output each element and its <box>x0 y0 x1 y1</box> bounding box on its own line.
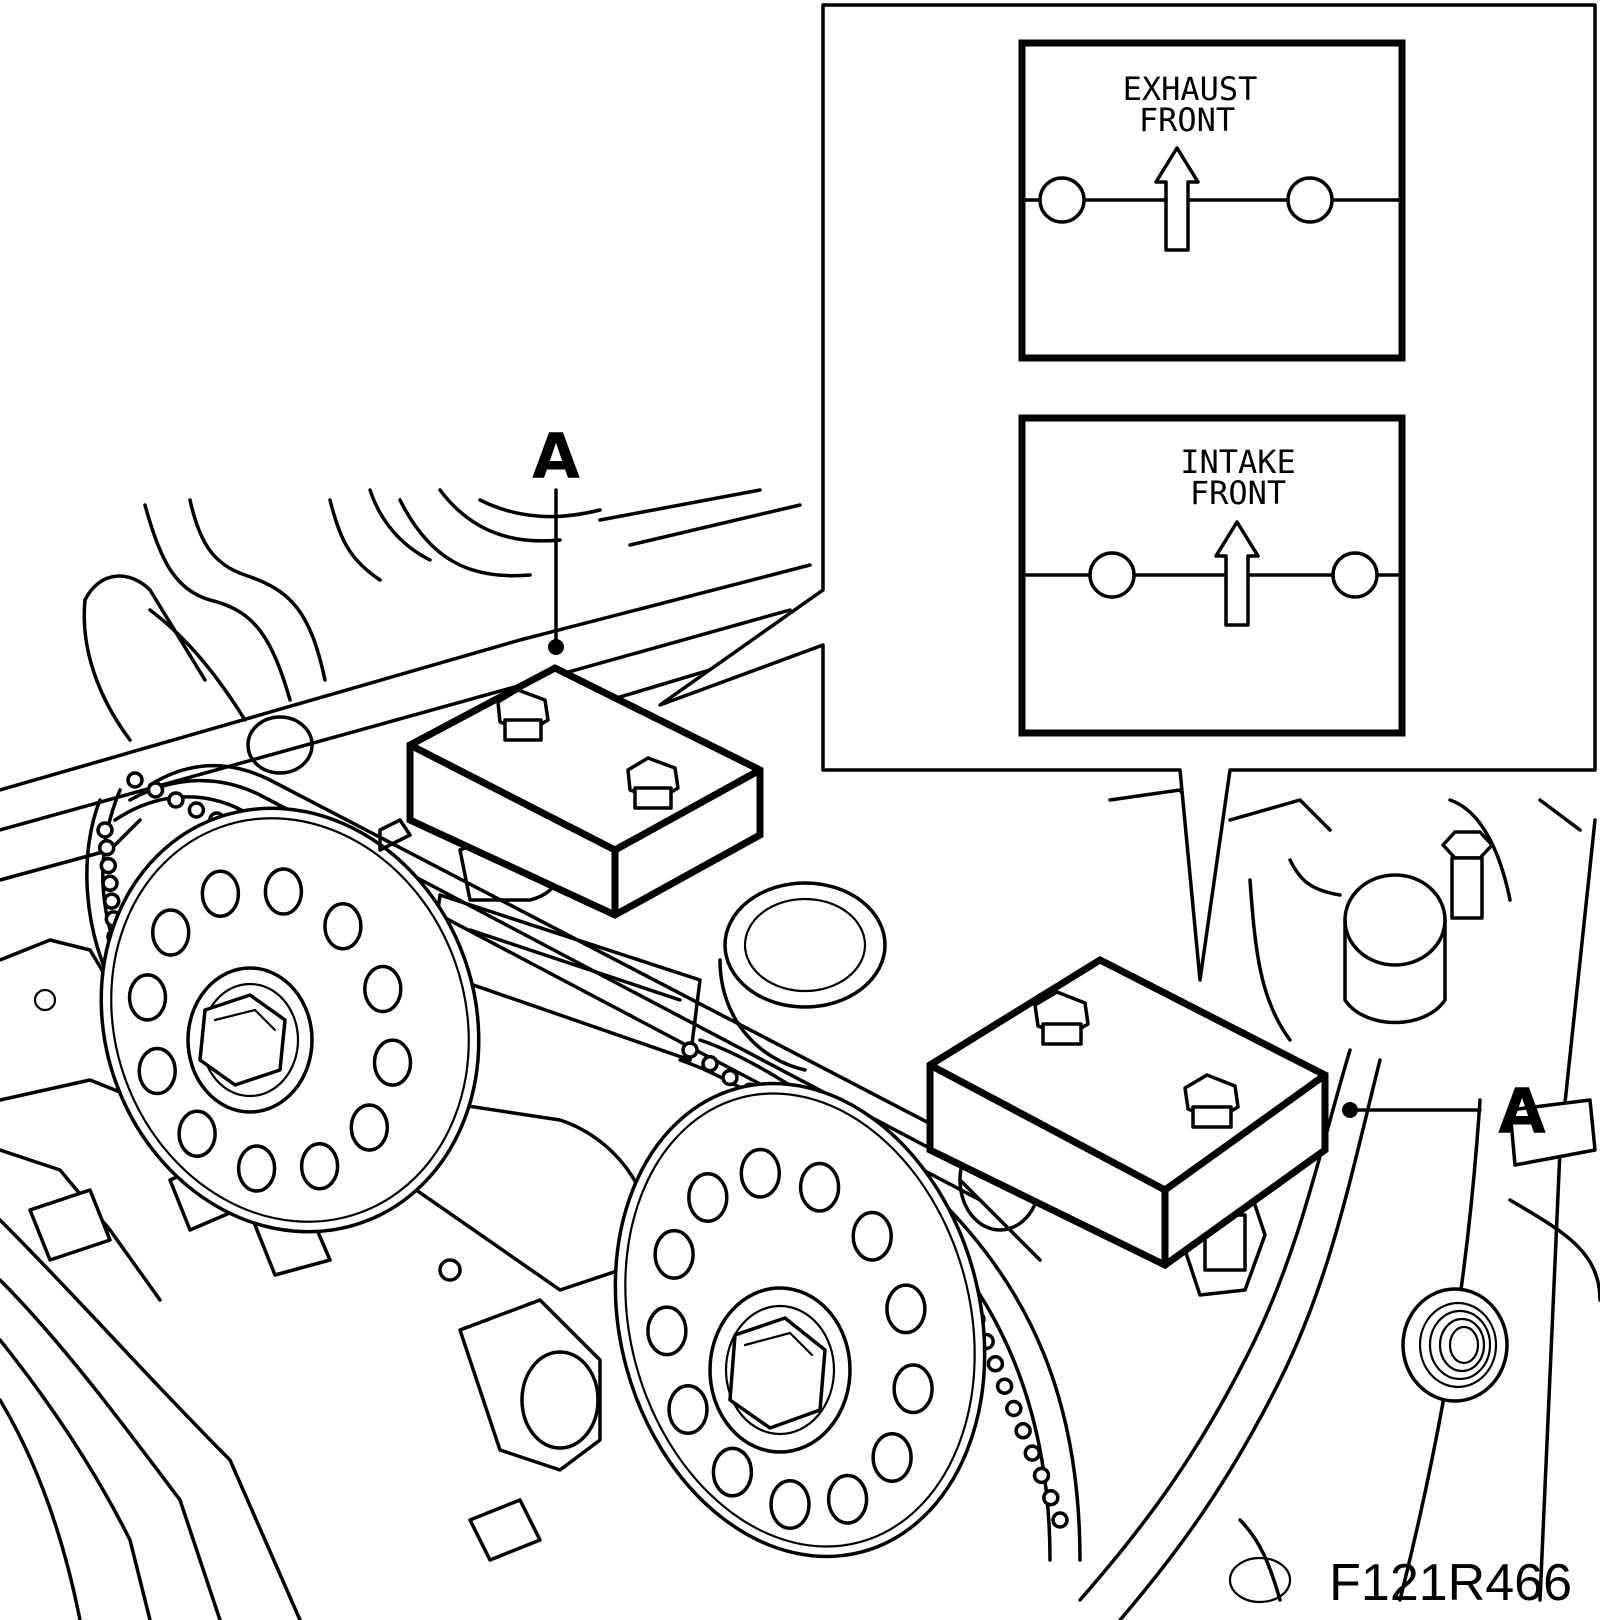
tool-label-upper: A <box>532 420 580 493</box>
sprocket-hole <box>653 1228 695 1280</box>
leader-upper <box>548 488 564 655</box>
sprocket-hole <box>687 1172 729 1223</box>
intake-label-line1: INTAKE <box>1180 443 1296 481</box>
sprocket-hole <box>323 902 363 951</box>
sprocket-hole <box>769 1479 811 1530</box>
intake-left-hole <box>1088 551 1136 599</box>
chain-link <box>1023 1444 1042 1462</box>
chain-link <box>701 1055 719 1073</box>
exhaust-inset: EXHAUST FRONT <box>1018 39 1406 362</box>
figure-id: F121R466 <box>1329 1554 1572 1612</box>
sprocket-hole <box>885 1283 927 1335</box>
sprocket-hole <box>263 867 304 916</box>
sprocket-hole <box>200 869 241 918</box>
alignment-tool-exhaust <box>378 664 764 919</box>
sprocket-hole <box>137 1046 177 1096</box>
chain-link <box>102 892 121 910</box>
chain-link <box>1032 1466 1051 1485</box>
chain-link <box>721 1068 739 1087</box>
intake-label-line2: FRONT <box>1190 474 1286 512</box>
alignment-tool-intake <box>926 955 1329 1270</box>
exhaust-camshaft-sprocket <box>99 806 481 1234</box>
chain-link <box>995 1377 1014 1395</box>
sprocket-hole <box>150 908 191 957</box>
sprocket-hole <box>363 964 403 1014</box>
chain-link <box>97 839 116 857</box>
intake-inset: INTAKE FRONT <box>1018 414 1406 737</box>
chain-link <box>1014 1422 1032 1440</box>
chain-link <box>99 856 118 875</box>
chain-link <box>167 791 185 809</box>
sprocket-hole <box>177 1109 217 1158</box>
sprocket-hole <box>711 1446 754 1498</box>
exhaust-label-line1: EXHAUST <box>1123 70 1258 108</box>
sprocket-hole <box>851 1210 893 1262</box>
chain-link <box>1005 1399 1023 1418</box>
sprocket-hole <box>739 1147 782 1199</box>
chain-link <box>986 1355 1005 1373</box>
sprocket-hole <box>871 1432 913 1483</box>
sprocket-hole <box>372 1038 413 1087</box>
exhaust-arrow-icon <box>1154 146 1200 252</box>
intake-arrow-icon <box>1214 520 1260 627</box>
sprocket-hole <box>826 1473 869 1525</box>
chain-link <box>681 1041 699 1059</box>
chain-link <box>146 781 165 799</box>
sprocket-hole <box>667 1384 709 1435</box>
chain-link <box>96 821 114 839</box>
sprocket-hole <box>892 1363 934 1415</box>
chain-link <box>1051 1511 1069 1529</box>
chain-link <box>101 874 119 893</box>
sprocket-hole <box>127 973 168 1022</box>
chain-link <box>1042 1488 1060 1507</box>
chain-link <box>187 801 206 819</box>
intake-camshaft-sprocket <box>613 1081 987 1559</box>
sprocket-hole <box>236 1144 277 1193</box>
chain-link <box>126 771 144 789</box>
sprocket-hole <box>798 1161 841 1213</box>
exhaust-right-hole <box>1286 176 1334 224</box>
intake-right-hole <box>1331 551 1379 599</box>
sprocket-hole <box>349 1103 390 1152</box>
engine-background <box>0 488 1600 1620</box>
exhaust-label-line2: FRONT <box>1139 101 1235 139</box>
leader-lower <box>1342 1102 1482 1118</box>
sprocket-hole <box>646 1305 688 1357</box>
tool-label-lower: A <box>1498 1075 1546 1148</box>
exhaust-left-hole <box>1038 176 1086 224</box>
sprocket-hole <box>299 1142 340 1191</box>
